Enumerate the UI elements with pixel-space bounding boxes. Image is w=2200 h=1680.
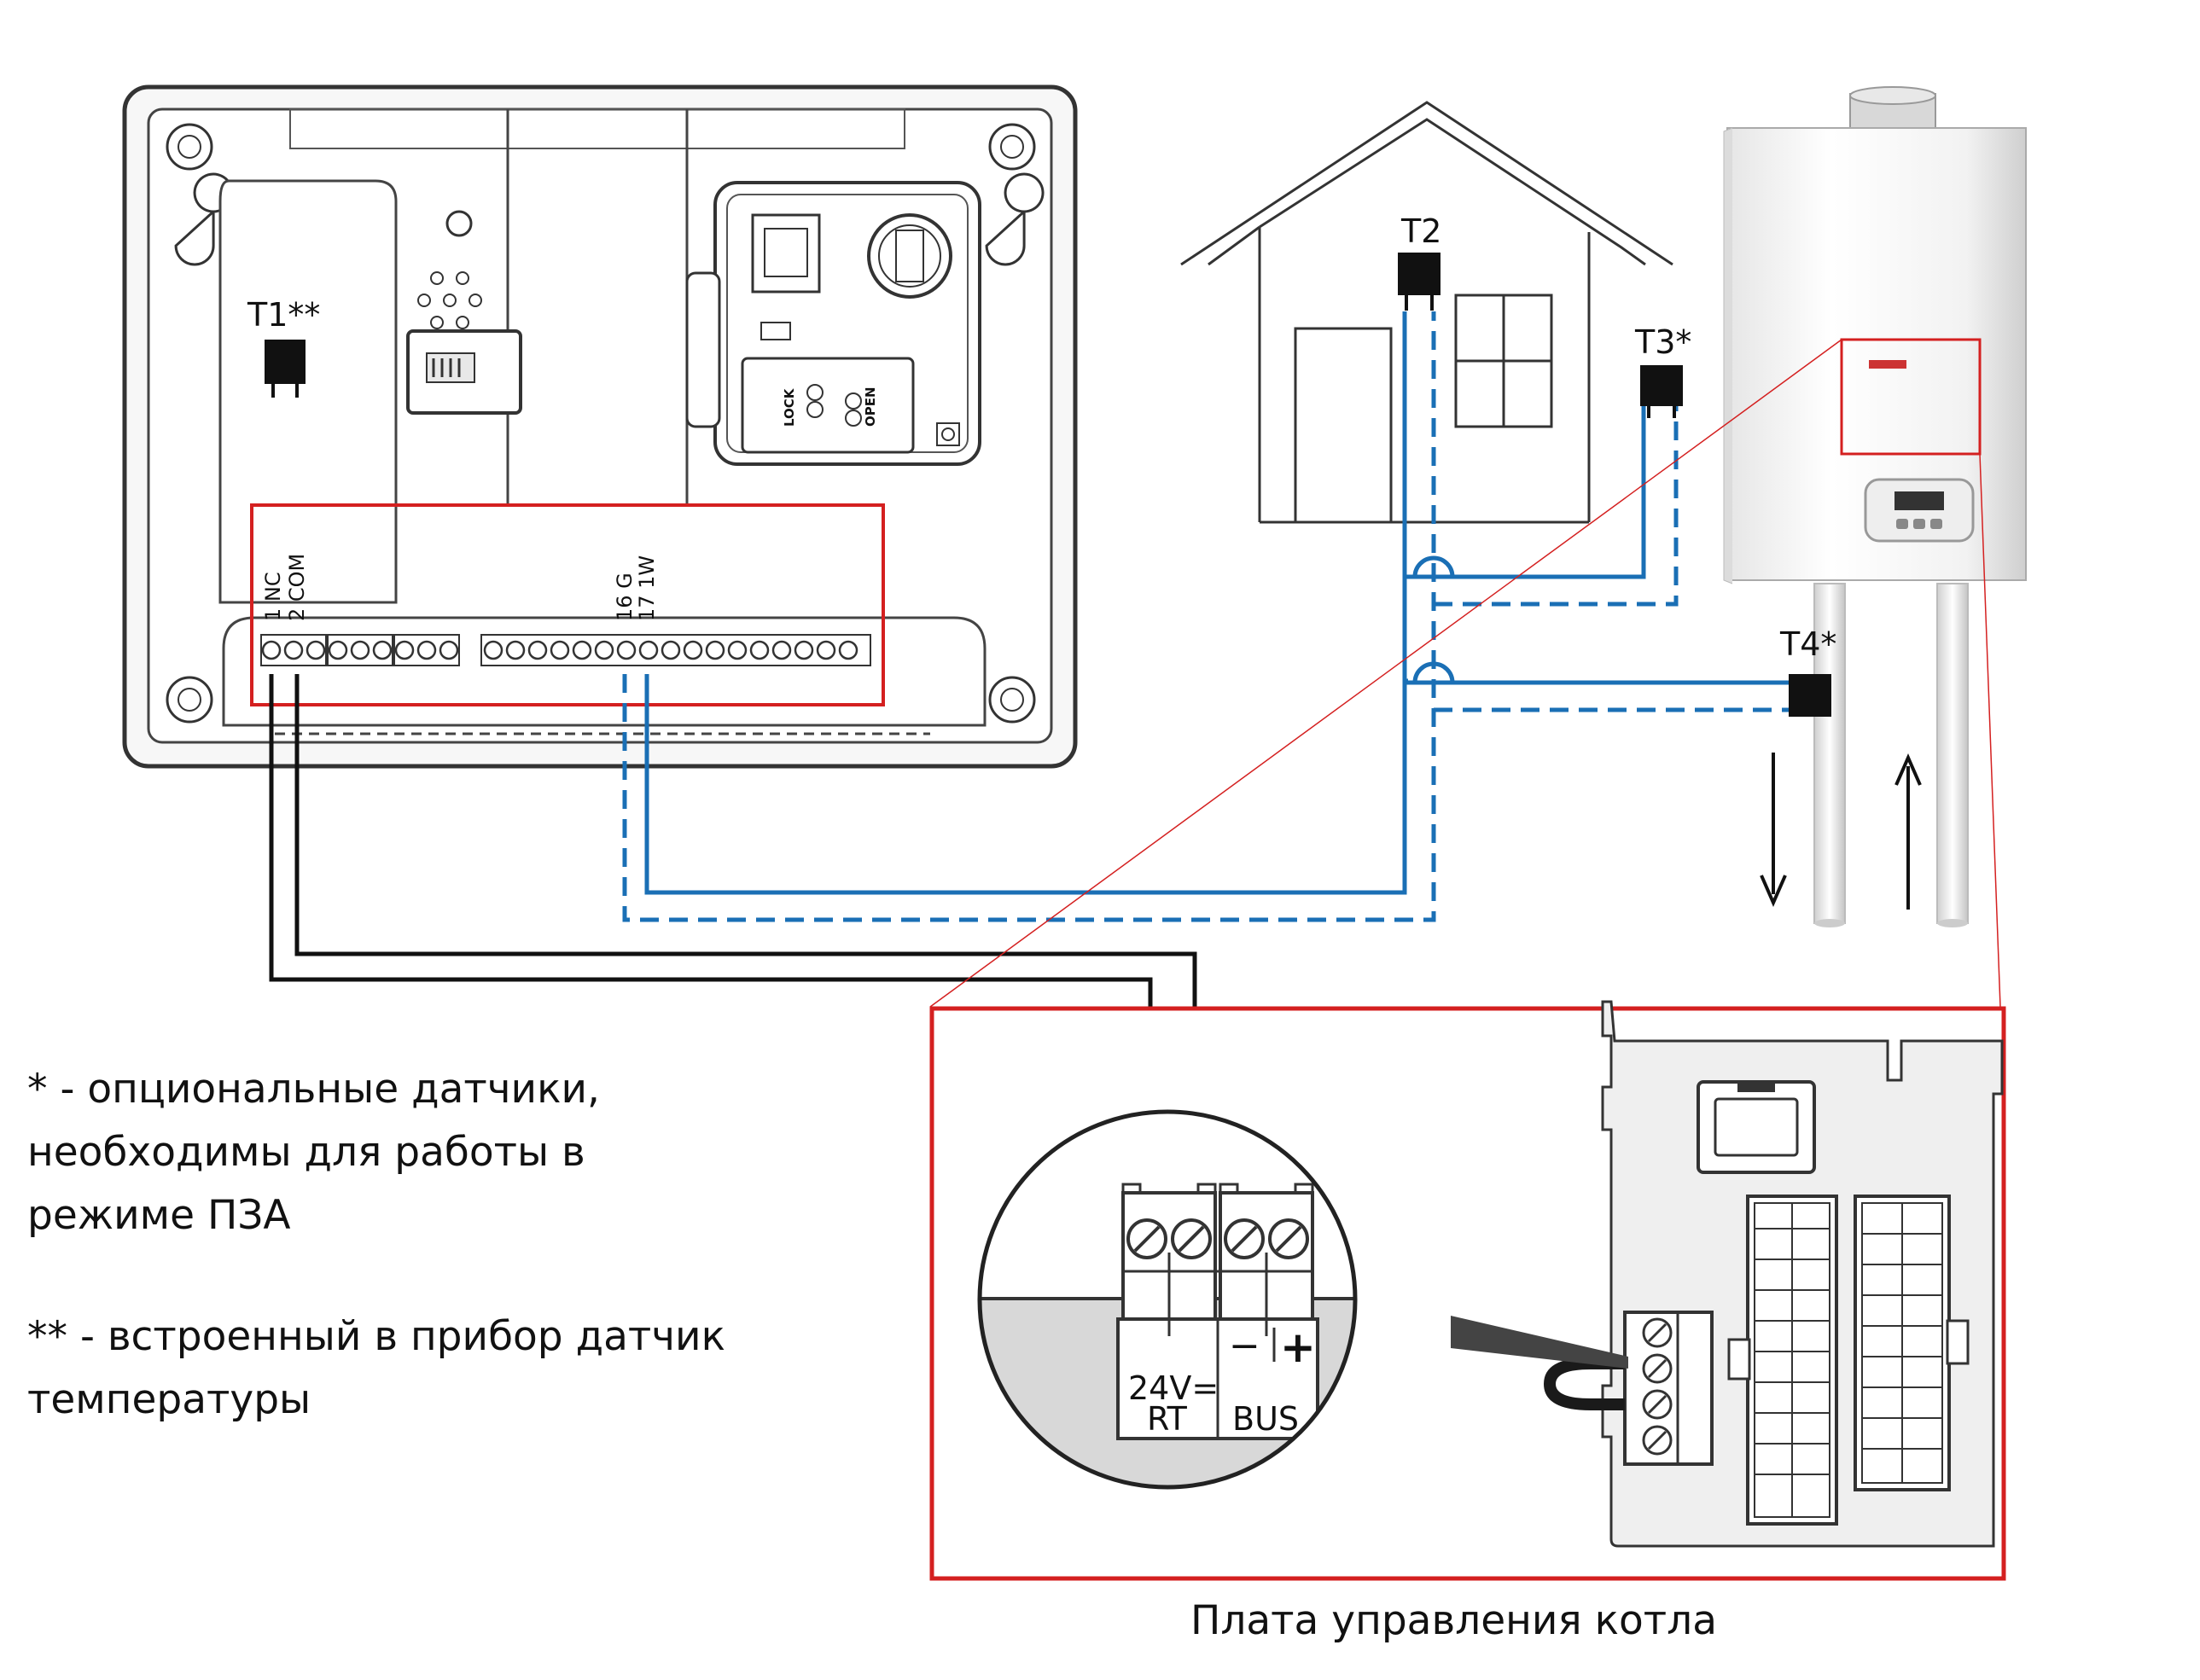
board-caption: Плата управления котла [1190,1597,1717,1644]
keyhole-slot-right [985,172,1045,266]
board-label-bus: BUS [1232,1400,1299,1438]
mounting-screw-bottom-right [988,676,1036,724]
tamper-switch [406,329,522,415]
terminal-label-com: 2 COM [285,554,309,621]
rj-connector [1697,1080,1816,1174]
legend-line: * - опциональные датчики, [27,1066,600,1113]
boiler-display [1864,478,1975,543]
board-label-minus: − [1229,1324,1260,1368]
flow-arrow-up-icon [1894,753,1922,910]
mounting-screw-top-left [166,123,213,171]
house-door [1294,327,1393,524]
board-label-24v: 24V= [1128,1369,1219,1407]
mounting-screw-bottom-left [166,676,213,724]
legend-builtin-sensor: ** - встроенный в прибор датчик температ… [27,1305,795,1432]
legend-line: режиме ПЗА [27,1192,291,1239]
gsm-module: LOCK OPEN [685,181,981,466]
sensor-t1-label: T1** [247,296,320,334]
speaker-grille [417,271,482,329]
terminal-highlight-frame [250,503,885,706]
pin-header-left [1727,1195,1838,1526]
controller-device: LOCK OPEN [122,84,1078,769]
sensor-t3-label: T3* [1634,323,1691,361]
sensor-t4-label: T4* [1779,625,1836,663]
jumper-wire [1543,1357,1625,1410]
sensor-t1 [265,340,306,398]
pin-header-right [1854,1195,1970,1491]
terminal-label-nc: 1 NC [261,572,285,621]
open-label: OPEN [863,387,878,427]
sensor-t4 [1789,674,1831,717]
zoom-guide-lines [929,339,2001,1008]
magnifier-pointer [1451,1316,1628,1369]
terminal-strip [260,634,871,666]
terminal-label-g: 16 G [613,573,637,621]
board-label-plus: + [1280,1322,1316,1372]
sensor-t3 [1640,365,1683,418]
legend-line: ** - встроенный в прибор датчик [27,1313,725,1360]
lock-label: LOCK [782,387,797,427]
board-screw-terminal [1543,1311,1714,1466]
boiler-board-detail: 24V= RT − + BUS [929,1000,2006,1581]
sensor-t2 [1398,253,1440,311]
legend-line: температуры [27,1376,311,1423]
boiler-terminal-block [1116,1183,1319,1440]
sensor-wiring [622,311,1790,922]
terminal-label-1w: 17 1W [635,555,659,621]
legend-line: необходимы для работы в [27,1129,585,1176]
board-label-rt: RT [1147,1400,1188,1438]
legend-optional-sensors: * - опциональные датчики, необходимы для… [27,1058,795,1247]
boiler [1723,86,2027,927]
mounting-screw-top-right [988,123,1036,171]
boiler-board-highlight [1840,338,1982,456]
house-window [1454,294,1553,428]
house [1180,101,1673,524]
sensor-t2-label: T2 [1400,212,1441,250]
flow-arrow-down-icon [1760,753,1787,907]
